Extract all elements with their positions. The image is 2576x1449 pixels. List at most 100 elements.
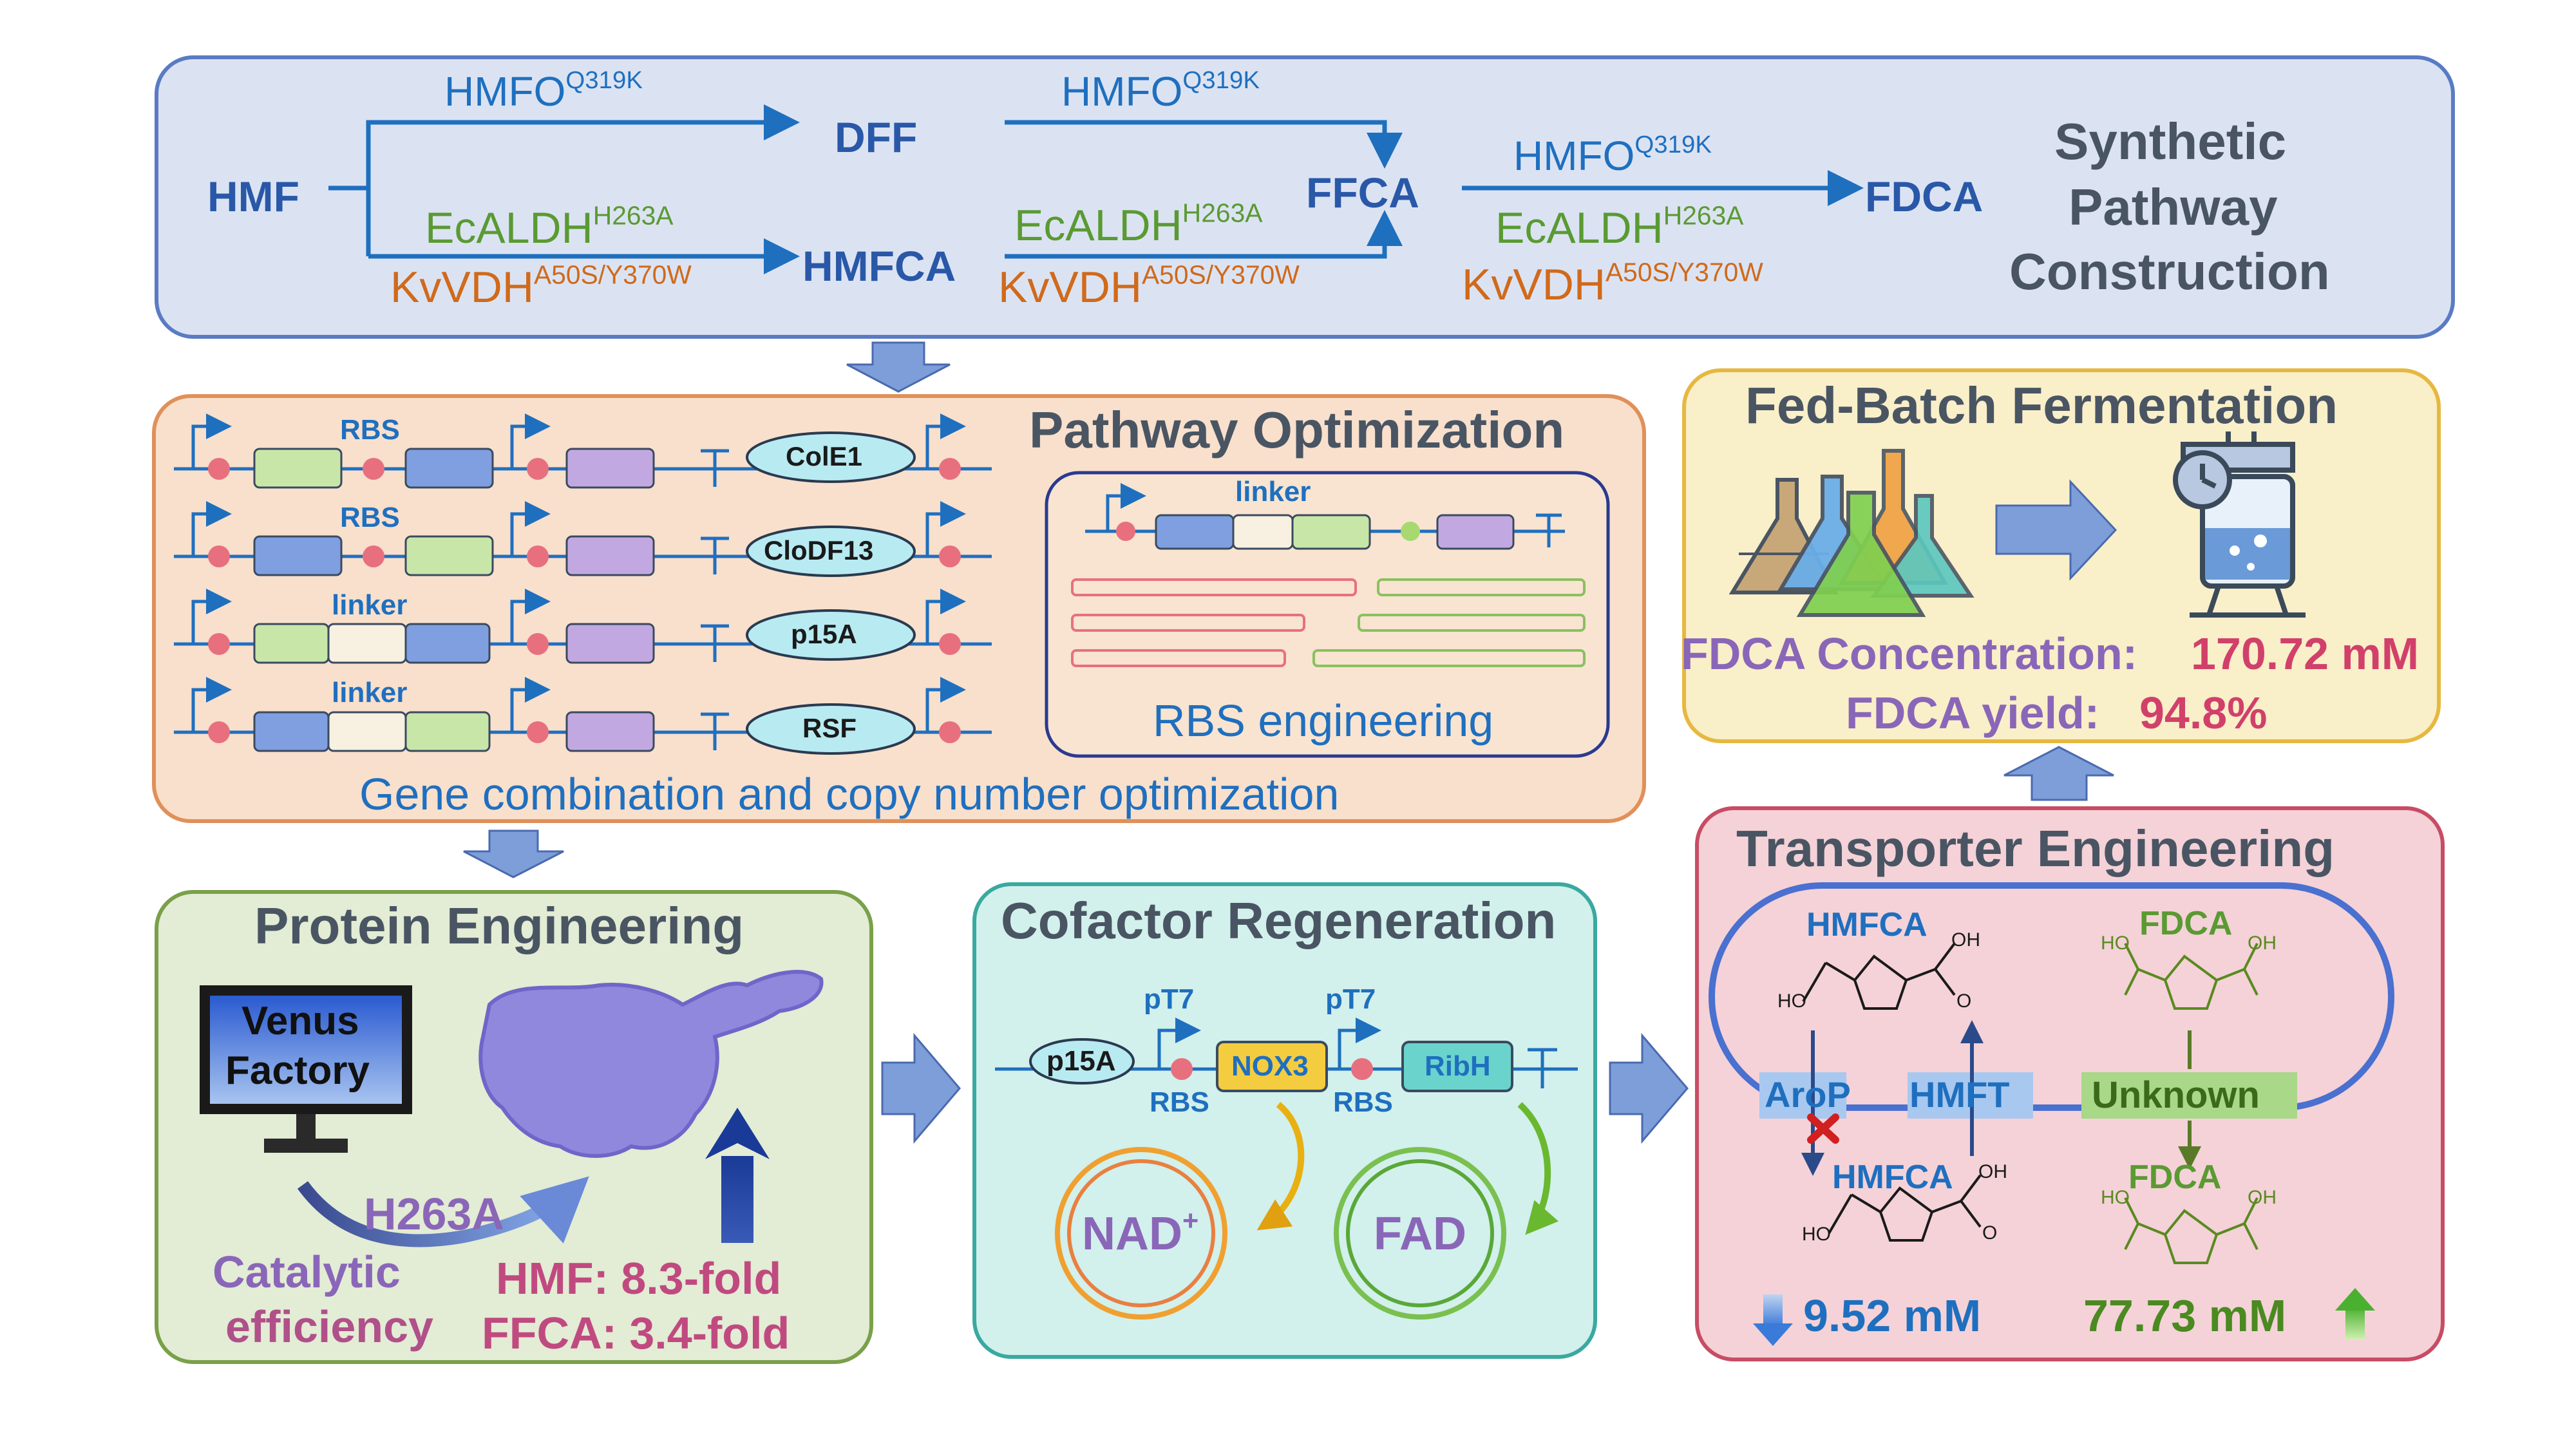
fdca-yield-label: FDCA yield: bbox=[1846, 688, 2100, 738]
monitor-text-line2: Factory bbox=[225, 1048, 370, 1093]
nox3-gene-label: NOX3 bbox=[1231, 1050, 1309, 1082]
fdca-molecule-top bbox=[2124, 943, 2259, 1010]
rbs1-label: RBS bbox=[1150, 1086, 1209, 1118]
promoter2-label: pT7 bbox=[1325, 983, 1376, 1015]
ffca-fold-value: FFCA: 3.4-fold bbox=[482, 1308, 790, 1358]
origin-clodf13: CloDF13 bbox=[764, 535, 874, 565]
synthetic-title-line1: Synthetic bbox=[2054, 113, 2287, 170]
hmfca-molecule-top bbox=[1802, 942, 1956, 1010]
unknown-transporter-label: Unknown bbox=[2092, 1074, 2260, 1116]
nad-label: NAD+ bbox=[1082, 1205, 1199, 1260]
hmft-transporter-label: HMFT bbox=[1909, 1074, 2010, 1115]
fdca-molecule-bottom bbox=[2124, 1197, 2259, 1264]
kvvdh-label-1: KvVDHA50S/Y370W bbox=[390, 260, 692, 312]
row1-rbs-label: RBS bbox=[340, 414, 400, 446]
row2-rbs-label: RBS bbox=[340, 502, 400, 533]
cofactor-origin-label: p15A bbox=[1046, 1045, 1116, 1077]
pathway-arrows bbox=[328, 104, 1864, 274]
synthetic-title-line3: Construction bbox=[2009, 243, 2330, 300]
origin-cole1: ColE1 bbox=[786, 441, 863, 471]
promoter1-label: pT7 bbox=[1144, 983, 1195, 1015]
ffca-label: FFCA bbox=[1306, 169, 1419, 216]
bioreactor-icon bbox=[2173, 431, 2306, 618]
protein-engineering-panel bbox=[155, 890, 873, 1364]
increase-arrow-icon bbox=[721, 1156, 753, 1243]
atom-label: OH bbox=[1951, 929, 1980, 951]
ecaldh-label-2: EcALDHH263A bbox=[1014, 198, 1263, 250]
atom-label: O bbox=[1982, 1222, 1998, 1244]
cell-membrane bbox=[1709, 882, 2394, 1111]
transporter-title: Transporter Engineering bbox=[1736, 820, 2335, 877]
fdca-label: FDCA bbox=[1865, 173, 1984, 220]
fdca-concentration-label: FDCA Concentration: bbox=[1681, 629, 2138, 679]
atom-label: HO bbox=[2101, 933, 2130, 954]
hmfca-label: HMFCA bbox=[802, 242, 956, 290]
cofactor-construct bbox=[995, 1018, 1578, 1092]
atom-label: O bbox=[1956, 990, 1972, 1012]
rbs-engineering-construct bbox=[1085, 483, 1565, 550]
rbs2-label: RBS bbox=[1333, 1086, 1393, 1118]
hmfo-label-2: HMFOQ319K bbox=[1061, 66, 1260, 115]
transport-arrows bbox=[1801, 1020, 2201, 1176]
hmf-fold-value: HMF: 8.3-fold bbox=[496, 1253, 782, 1303]
cofactor-regeneration-panel bbox=[972, 882, 1597, 1359]
origin-ovals bbox=[746, 431, 916, 755]
cofactor-rings bbox=[1055, 1102, 1559, 1320]
fdca-concentration-value: 170.72 mM bbox=[2191, 629, 2420, 679]
ecaldh-label-1: EcALDHH263A bbox=[425, 200, 674, 252]
catalytic-label-line2: efficiency bbox=[225, 1302, 433, 1352]
construct-genes bbox=[253, 448, 655, 752]
fdca-yield-value: 94.8% bbox=[2139, 688, 2268, 738]
computer-monitor-icon bbox=[200, 985, 412, 1153]
pathway-optimization-title: Pathway Optimization bbox=[1029, 401, 1565, 459]
protein-structure-icon bbox=[478, 970, 824, 1158]
row3-linker-label: linker bbox=[332, 589, 408, 621]
arop-transporter-label: AroP bbox=[1765, 1074, 1851, 1115]
atom-label: OH bbox=[2248, 933, 2277, 954]
ribh-gene-label: RibH bbox=[1425, 1050, 1491, 1082]
origin-p15a: p15A bbox=[791, 619, 857, 649]
atom-label: HO bbox=[2101, 1187, 2130, 1208]
atom-label: OH bbox=[1978, 1161, 2007, 1182]
fdca-bottom-label: FDCA bbox=[2128, 1159, 2222, 1196]
synthetic-pathway-panel bbox=[155, 55, 2455, 339]
hmfca-concentration-value: 9.52 mM bbox=[1803, 1291, 1982, 1341]
ecaldh-label-3: EcALDHH263A bbox=[1495, 200, 1744, 252]
atom-label: HO bbox=[1777, 990, 1806, 1012]
blocked-x-icon bbox=[1807, 1113, 1839, 1144]
origin-rsf: RSF bbox=[802, 713, 857, 743]
rbs-dots bbox=[208, 458, 961, 743]
hmfo-label-1: HMFOQ319K bbox=[444, 66, 643, 115]
hmf-label: HMF bbox=[207, 173, 299, 220]
atom-label: OH bbox=[2248, 1187, 2277, 1208]
up-arrow-green-icon bbox=[2335, 1288, 2375, 1340]
kvvdh-label-3: KvVDHA50S/Y370W bbox=[1462, 257, 1763, 309]
hmfca-top-label: HMFCA bbox=[1806, 906, 1927, 943]
flasks-icon bbox=[1728, 449, 1975, 617]
hmfo-label-3: HMFOQ319K bbox=[1513, 131, 1712, 179]
fdca-top-label: FDCA bbox=[2139, 905, 2233, 942]
kvvdh-label-2: KvVDHA50S/Y370W bbox=[998, 260, 1300, 312]
mutation-label: H263A bbox=[364, 1189, 504, 1239]
pathway-optimization-caption: Gene combination and copy number optimiz… bbox=[359, 769, 1340, 819]
catalytic-label-line1: Catalytic bbox=[213, 1247, 401, 1297]
monitor-text-line1: Venus bbox=[242, 999, 359, 1043]
rbs-engineering-label: RBS engineering bbox=[1153, 696, 1494, 746]
cofactor-title: Cofactor Regeneration bbox=[1001, 892, 1557, 949]
row4-linker-label: linker bbox=[332, 677, 408, 708]
down-arrow-icon bbox=[1753, 1294, 1793, 1346]
fdca-concentration-transport-value: 77.73 mM bbox=[2083, 1291, 2287, 1341]
fedbatch-title: Fed-Batch Fermentation bbox=[1745, 377, 2338, 434]
protein-engineering-title: Protein Engineering bbox=[254, 897, 744, 954]
fad-label: FAD bbox=[1374, 1208, 1466, 1260]
flow-arrows bbox=[463, 341, 2117, 1144]
hmfca-bottom-label: HMFCA bbox=[1832, 1159, 1953, 1196]
atom-label: HO bbox=[1802, 1224, 1831, 1245]
synthetic-title-line2: Pathway bbox=[2069, 178, 2278, 236]
rbs-box-linker-label: linker bbox=[1235, 476, 1311, 507]
dff-label: DFF bbox=[835, 113, 918, 161]
mutation-arc-arrow bbox=[297, 1176, 589, 1247]
hmfca-molecule-bottom bbox=[1828, 1174, 1982, 1242]
rbs-library-bars bbox=[1071, 578, 1586, 667]
